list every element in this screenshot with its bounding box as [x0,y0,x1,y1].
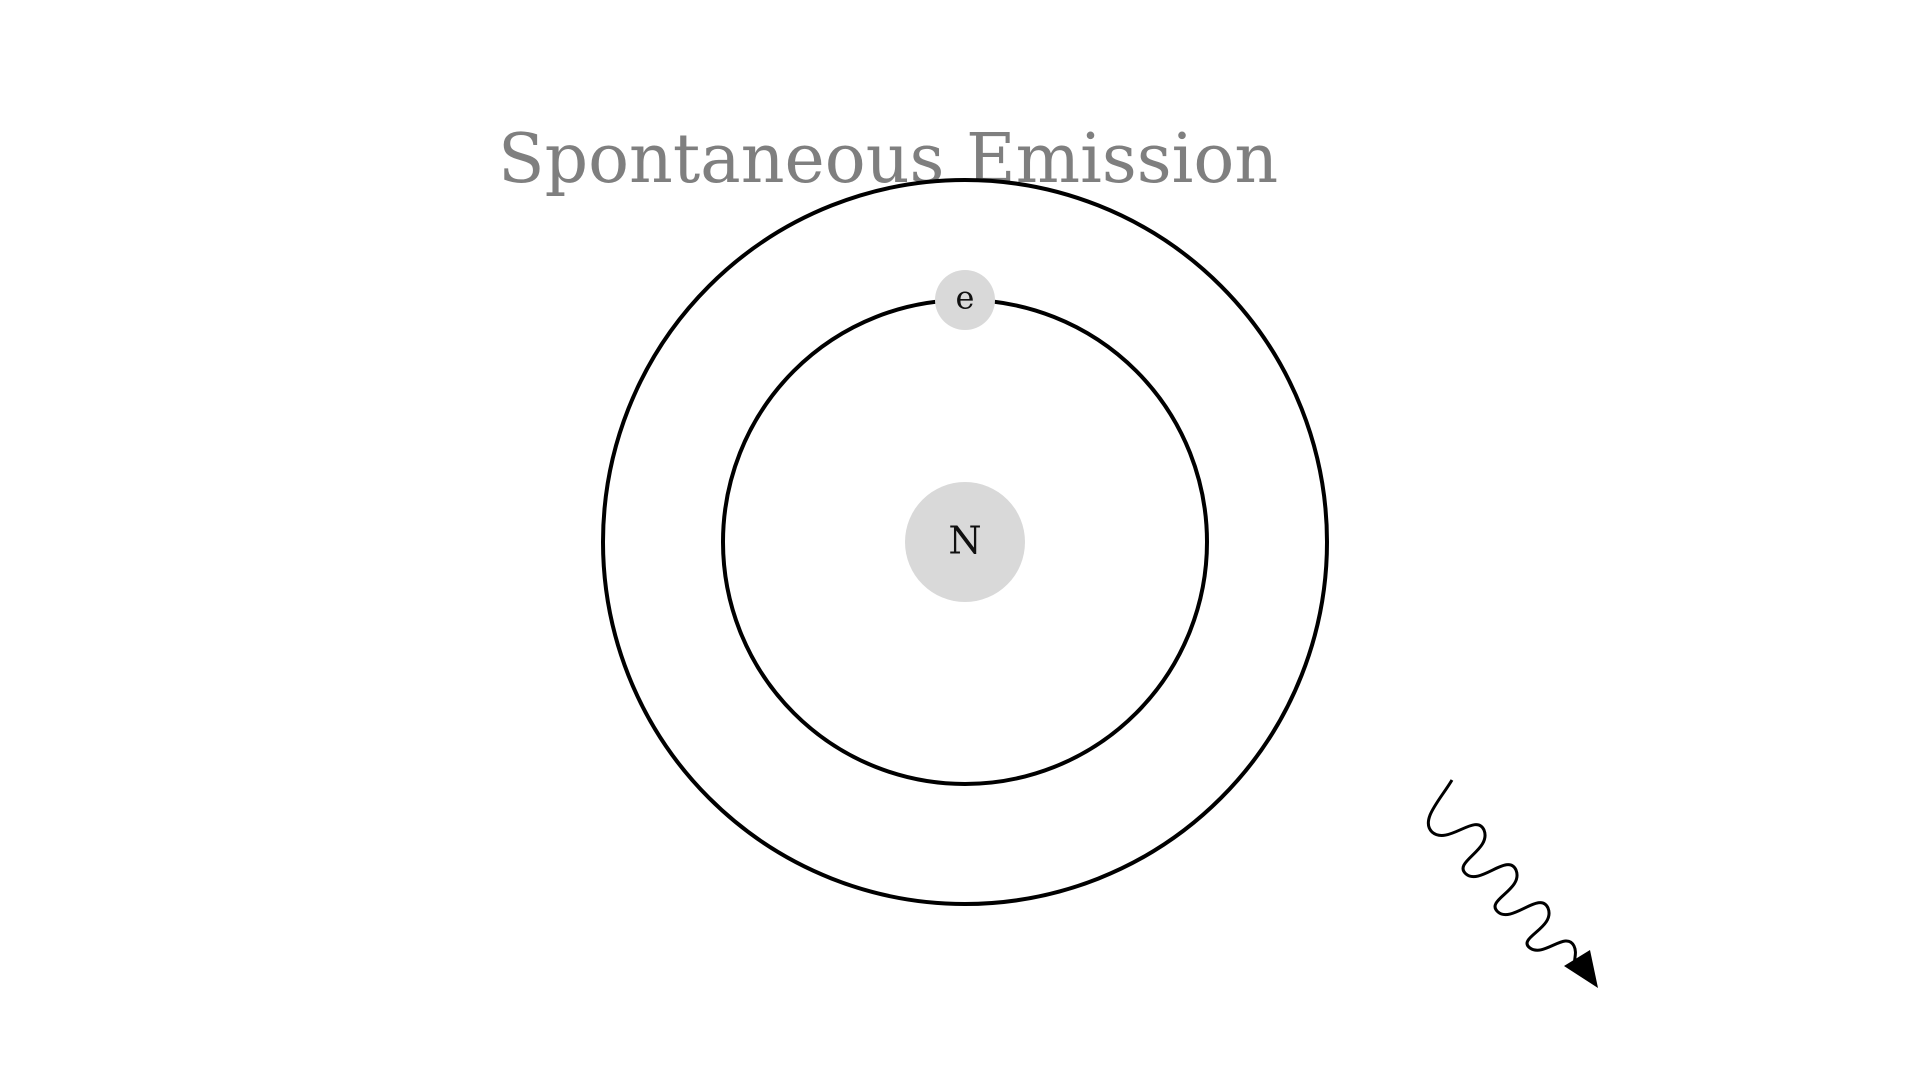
nucleus: N [905,482,1025,602]
photon-arrowhead-icon [1564,950,1598,988]
electron-label: e [956,279,975,317]
electron: e [935,270,995,330]
photon [1426,779,1598,988]
photon-wave [1426,779,1578,968]
outer-orbit [601,178,1329,906]
electron-circle [935,270,995,330]
nucleus-circle [905,482,1025,602]
nucleus-label: N [948,519,981,563]
diagram-title: Spontaneous Emission [498,120,1278,199]
